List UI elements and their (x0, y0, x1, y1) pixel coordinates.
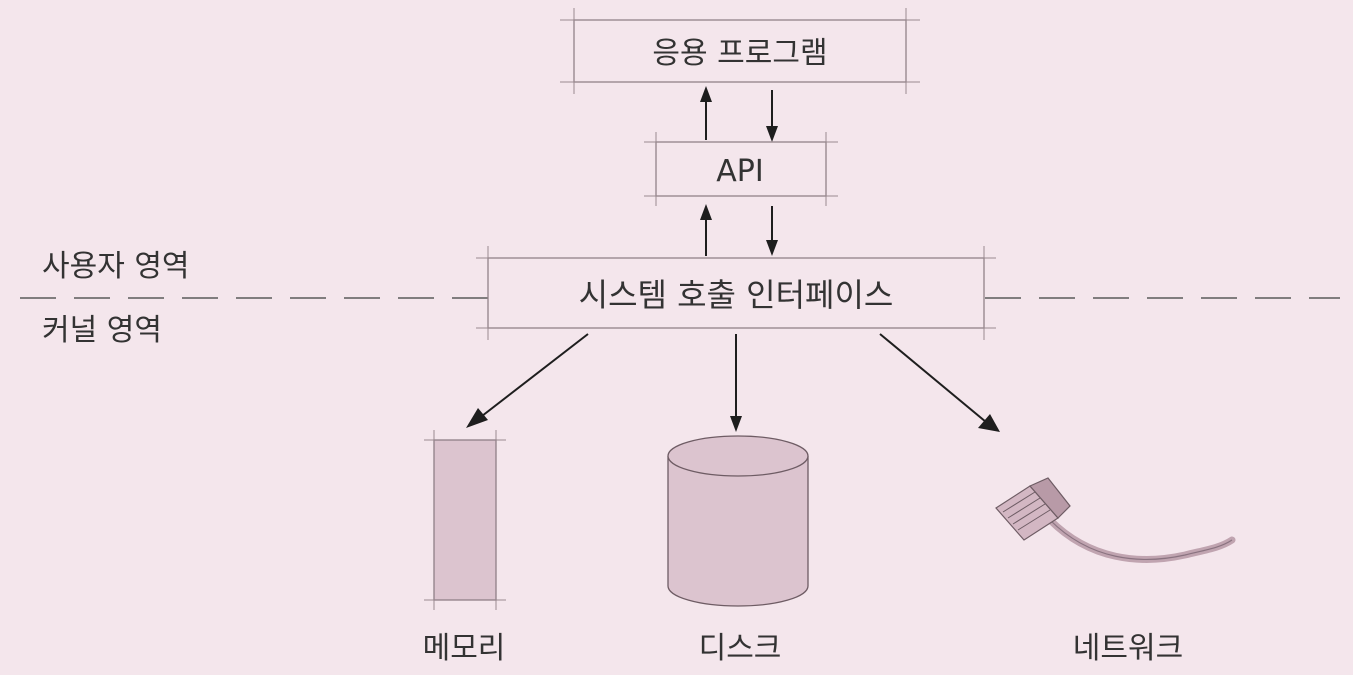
application-label: 응용 프로그램 (652, 36, 827, 71)
system-call-interface-label: 시스템 호출 인터페이스 (579, 276, 894, 314)
app-api-arrows (700, 86, 778, 142)
network-cable-icon (995, 477, 1236, 563)
memory-icon (424, 430, 506, 610)
arrow-to-network-icon (879, 333, 987, 423)
disk-icon (667, 435, 809, 607)
api-label: API (716, 154, 763, 189)
user-region-label: 사용자 영역 (42, 249, 190, 284)
system-call-interface-box: 시스템 호출 인터페이스 (476, 246, 996, 340)
arrow-to-memory-icon (481, 333, 589, 417)
disk-label: 디스크 (699, 631, 782, 666)
api-syscall-arrows (700, 204, 778, 256)
device-arrows (466, 333, 1000, 432)
network-label: 네트워크 (1073, 631, 1183, 666)
application-box: 응용 프로그램 (560, 8, 920, 94)
memory-label: 메모리 (423, 631, 506, 666)
kernel-region-label: 커널 영역 (42, 313, 162, 348)
api-box: API (644, 132, 838, 206)
